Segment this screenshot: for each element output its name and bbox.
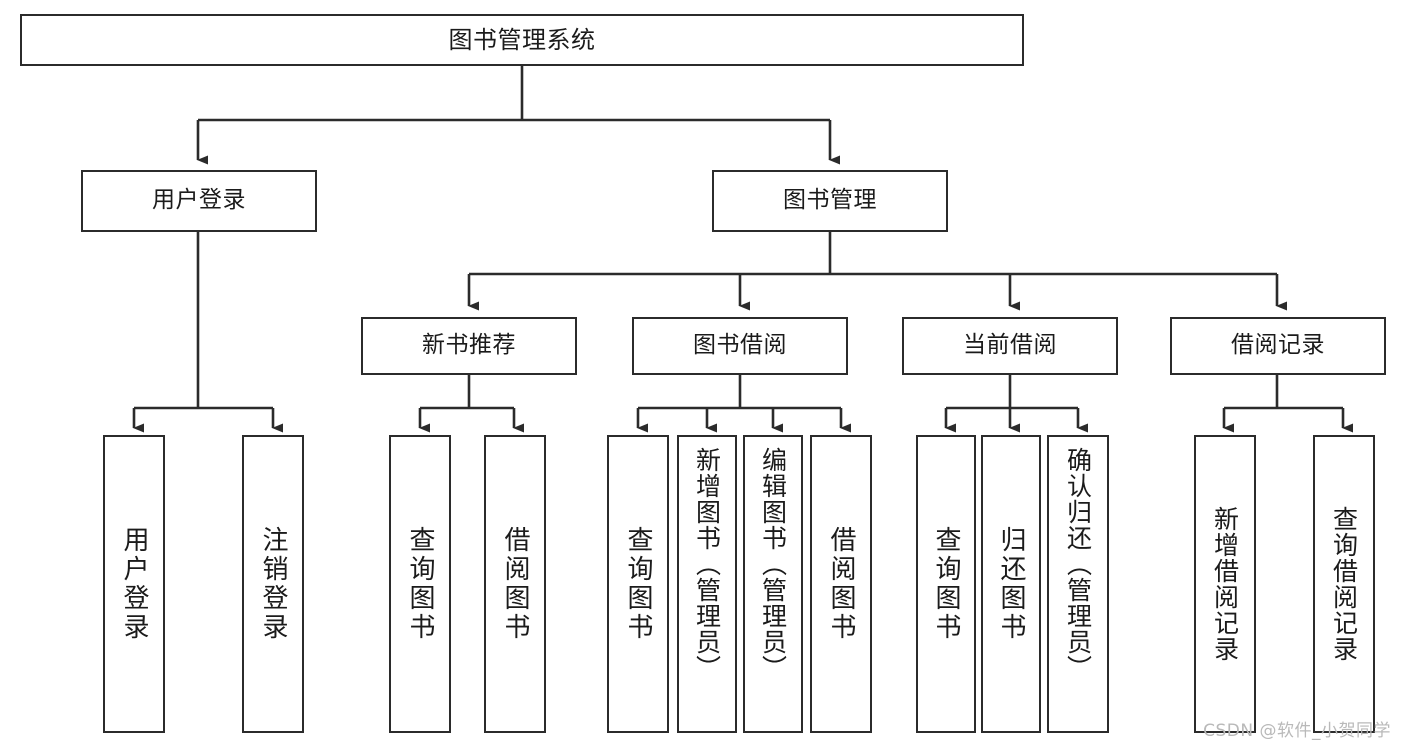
node-user-login-label: 用户登录: [152, 187, 246, 214]
leaf-book-borrow-query[interactable]: 查询图书: [607, 435, 669, 733]
leaf-current-borrow-query-label: 查询图书: [931, 526, 961, 642]
leaf-book-borrow-add-label: 新增图书（管理员）: [692, 447, 722, 681]
leaf-user-login-logout-label: 注销登录: [258, 526, 288, 642]
node-book-borrow[interactable]: 图书借阅: [632, 317, 848, 375]
leaf-current-borrow-return-label: 归还图书: [996, 526, 1026, 642]
node-borrow-record[interactable]: 借阅记录: [1170, 317, 1386, 375]
node-book-management[interactable]: 图书管理: [712, 170, 948, 232]
leaf-user-login-logout[interactable]: 注销登录: [242, 435, 304, 733]
node-new-book-recommend-label: 新书推荐: [422, 332, 516, 359]
leaf-current-borrow-confirm[interactable]: 确认归还（管理员）: [1047, 435, 1109, 733]
leaf-new-book-borrow[interactable]: 借阅图书: [484, 435, 546, 733]
node-root[interactable]: 图书管理系统: [20, 14, 1024, 66]
leaf-borrow-record-add-label: 新增借阅记录: [1210, 506, 1240, 662]
leaf-book-borrow-edit[interactable]: 编辑图书（管理员）: [743, 435, 803, 733]
node-book-borrow-label: 图书借阅: [693, 332, 787, 359]
leaf-book-borrow-add[interactable]: 新增图书（管理员）: [677, 435, 737, 733]
node-new-book-recommend[interactable]: 新书推荐: [361, 317, 577, 375]
leaf-book-borrow-borrow[interactable]: 借阅图书: [810, 435, 872, 733]
leaf-book-borrow-borrow-label: 借阅图书: [826, 526, 856, 642]
leaf-book-borrow-edit-label: 编辑图书（管理员）: [758, 447, 788, 681]
node-current-borrow[interactable]: 当前借阅: [902, 317, 1118, 375]
node-root-label: 图书管理系统: [448, 25, 596, 54]
leaf-borrow-record-query-label: 查询借阅记录: [1329, 506, 1359, 662]
node-user-login[interactable]: 用户登录: [81, 170, 317, 232]
leaf-new-book-borrow-label: 借阅图书: [500, 526, 530, 642]
leaf-new-book-query[interactable]: 查询图书: [389, 435, 451, 733]
leaf-borrow-record-query[interactable]: 查询借阅记录: [1313, 435, 1375, 733]
node-borrow-record-label: 借阅记录: [1231, 332, 1325, 359]
leaf-current-borrow-query[interactable]: 查询图书: [916, 435, 976, 733]
node-book-management-label: 图书管理: [783, 187, 877, 214]
leaf-book-borrow-query-label: 查询图书: [623, 526, 653, 642]
leaf-user-login-login-label: 用户登录: [119, 526, 149, 642]
leaf-new-book-query-label: 查询图书: [405, 526, 435, 642]
leaf-user-login-login[interactable]: 用户登录: [103, 435, 165, 733]
leaf-current-borrow-return[interactable]: 归还图书: [981, 435, 1041, 733]
leaf-borrow-record-add[interactable]: 新增借阅记录: [1194, 435, 1256, 733]
watermark: CSDN @软件_小贺同学: [1203, 721, 1391, 741]
node-current-borrow-label: 当前借阅: [963, 332, 1057, 359]
leaf-current-borrow-confirm-label: 确认归还（管理员）: [1063, 447, 1093, 681]
